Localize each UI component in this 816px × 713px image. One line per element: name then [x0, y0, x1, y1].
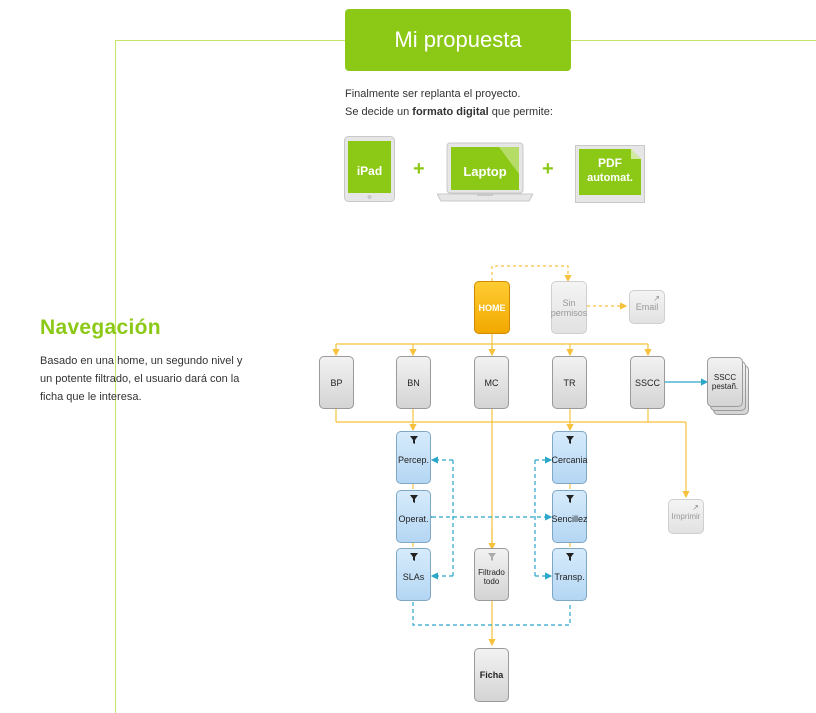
section-title: Navegación: [40, 316, 161, 339]
node-sin-permisos[interactable]: Sin permisos: [551, 281, 587, 334]
node-email-label: Email: [635, 302, 659, 312]
filter-label-slas: SLAs: [402, 571, 425, 582]
intro-line-1: Finalmente ser replanta el proyecto.: [345, 88, 521, 100]
device-label-pdf-sub: automat.: [587, 172, 633, 184]
laptop-icon: [437, 142, 533, 202]
filter-label-operat: Operat.: [398, 513, 429, 524]
node-filtrado-todo[interactable]: Filtrado todo: [474, 548, 509, 601]
node-mc[interactable]: MC: [474, 356, 509, 409]
node-bp[interactable]: BP: [319, 356, 354, 409]
filter-node-slas[interactable]: SLAs: [396, 548, 431, 601]
node-filtrado-todo-label: Filtrado todo: [478, 567, 505, 586]
filter-icon: [565, 436, 574, 444]
filter-node-operat[interactable]: Operat.: [396, 490, 431, 543]
plus-sign-2: +: [542, 158, 554, 180]
filter-icon: [565, 553, 574, 561]
intro-line-2-start: Se decide un: [345, 106, 413, 118]
node-ficha[interactable]: Ficha: [474, 648, 509, 702]
filter-icon-faded: [487, 553, 496, 561]
filter-node-sencillez[interactable]: Sencillez: [551, 490, 588, 543]
node-imprimir-label: Imprimir: [671, 512, 701, 521]
page-title: Mi propuesta: [345, 9, 571, 71]
pdf-document-icon: [575, 145, 645, 203]
node-sscc-tabs[interactable]: SSCC pestañ.: [707, 357, 743, 407]
node-email[interactable]: ↗ Email: [629, 290, 665, 324]
plus-sign-1: +: [413, 158, 425, 180]
filter-label-cercania: Cercania: [551, 454, 588, 465]
intro-line-2-end: que permite:: [488, 106, 553, 118]
frame-line-left: [115, 40, 116, 713]
filter-label-transp: Transp.: [554, 571, 585, 582]
filter-icon: [409, 436, 418, 444]
node-tr[interactable]: TR: [552, 356, 587, 409]
node-sscc[interactable]: SSCC: [630, 356, 665, 409]
filter-node-cercania[interactable]: Cercania: [551, 431, 588, 484]
external-link-icon: ↗: [692, 503, 699, 512]
intro-line-2: Se decide un formato digital que permite…: [345, 106, 553, 118]
node-imprimir[interactable]: ↗ Imprimir: [668, 499, 704, 534]
intro-line-2-bold: formato digital: [412, 106, 489, 118]
ipad-icon: [344, 136, 395, 202]
device-label-ipad: iPad: [356, 164, 383, 178]
section-description: Basado en una home, un segundo nivel y u…: [40, 355, 243, 403]
external-link-icon: ↗: [653, 294, 660, 303]
filter-label-sencillez: Sencillez: [551, 513, 588, 524]
filter-icon: [409, 553, 418, 561]
filter-label-percep: Percep.: [397, 454, 430, 465]
node-home[interactable]: HOME: [474, 281, 510, 334]
device-label-laptop: Laptop: [463, 164, 507, 179]
filter-icon: [409, 495, 418, 503]
filter-node-transp[interactable]: Transp.: [552, 548, 587, 601]
filter-node-percep[interactable]: Percep.: [396, 431, 431, 484]
filter-icon: [565, 495, 574, 503]
device-label-pdf: PDF: [598, 156, 622, 170]
node-bn[interactable]: BN: [396, 356, 431, 409]
